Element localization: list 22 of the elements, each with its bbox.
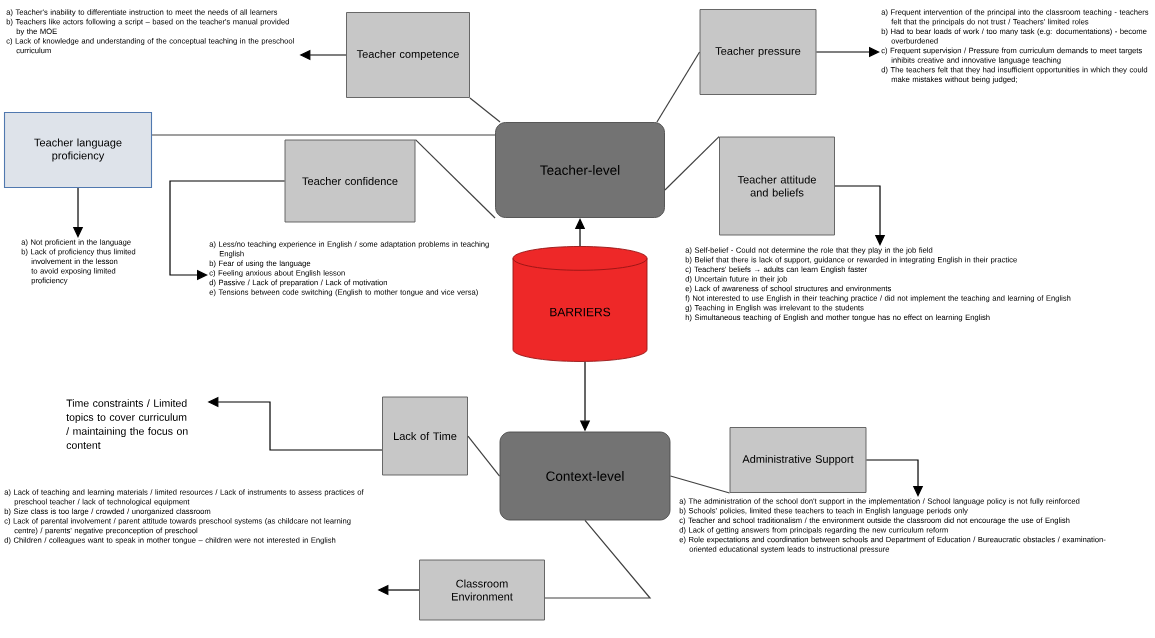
level-box: Context-level — [499, 431, 671, 521]
connector-line — [469, 97, 501, 123]
category-box: Classroom Environment — [419, 559, 545, 621]
category-box: Teacher attitude and beliefs — [719, 136, 835, 236]
category-box: Teacher pressure — [699, 9, 817, 95]
arrow — [865, 459, 924, 497]
connector-line — [664, 135, 720, 191]
category-box: Lack of Time — [382, 396, 468, 476]
category-box: Administrative Support — [729, 427, 867, 493]
category-box: Teacher confidence — [284, 139, 416, 223]
level-box: Teacher-level — [495, 122, 665, 218]
connector-line — [669, 475, 731, 494]
connector-line — [544, 519, 652, 599]
connector-line — [656, 51, 701, 123]
note-text: Time constraints / Limited topics to cover curriculum / maintaining the focus on content — [66, 399, 188, 449]
category-box: Teacher competence — [346, 12, 470, 98]
connector-line — [151, 134, 496, 136]
connector-line — [414, 138, 496, 219]
connector-line — [467, 435, 501, 477]
arrow — [834, 185, 886, 246]
category-box: Teacher language proficiency — [3, 111, 153, 189]
barriers-cylinder: BARRIERS — [512, 246, 648, 362]
